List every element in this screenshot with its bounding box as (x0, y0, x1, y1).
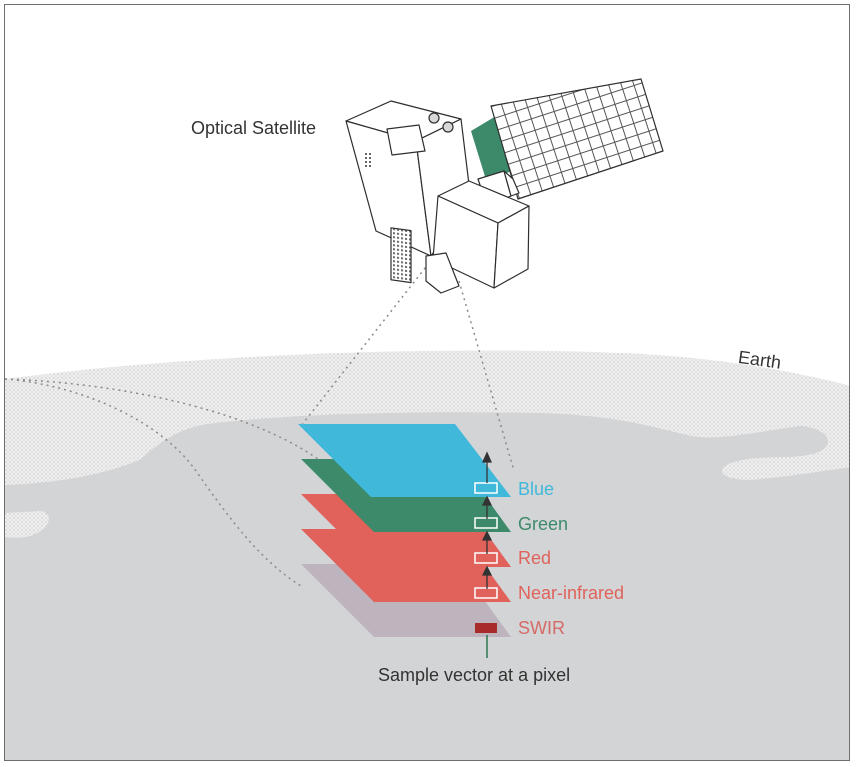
band-label-near-infrared: Near-infrared (518, 583, 624, 603)
swir-sample-pixel (475, 623, 497, 633)
band-label-green: Green (518, 514, 568, 534)
satellite-vent (390, 227, 412, 284)
satellite-knob-2 (442, 121, 454, 133)
band-label-blue: Blue (518, 479, 554, 499)
sample-vector-label: Sample vector at a pixel (378, 665, 570, 685)
satellite-label: Optical Satellite (191, 118, 316, 138)
diagram-canvas: Blue Green Red Near-infrared SWIR Sample… (5, 78, 849, 760)
diagram-frame: Blue Green Red Near-infrared SWIR Sample… (4, 4, 850, 761)
nir-sample-pixel (474, 587, 498, 599)
satellite-hatch (386, 124, 426, 156)
earth-island (5, 511, 49, 538)
satellite-vent-small (363, 151, 373, 167)
layer-blue (298, 424, 511, 497)
sample-vector-arrows (481, 451, 493, 589)
field-of-view-lines (5, 262, 515, 587)
band-label-red: Red (518, 548, 551, 568)
blue-sample-pixel (474, 482, 498, 494)
satellite-icon (345, 78, 664, 294)
sensor-cube-side (493, 205, 530, 289)
red-sample-pixel (474, 552, 498, 564)
band-layers (298, 424, 511, 637)
band-label-swir: SWIR (518, 618, 565, 638)
green-sample-pixel (474, 517, 498, 529)
solar-panel (490, 78, 664, 200)
satellite-lens (425, 252, 460, 294)
satellite-knob-1 (428, 112, 440, 124)
